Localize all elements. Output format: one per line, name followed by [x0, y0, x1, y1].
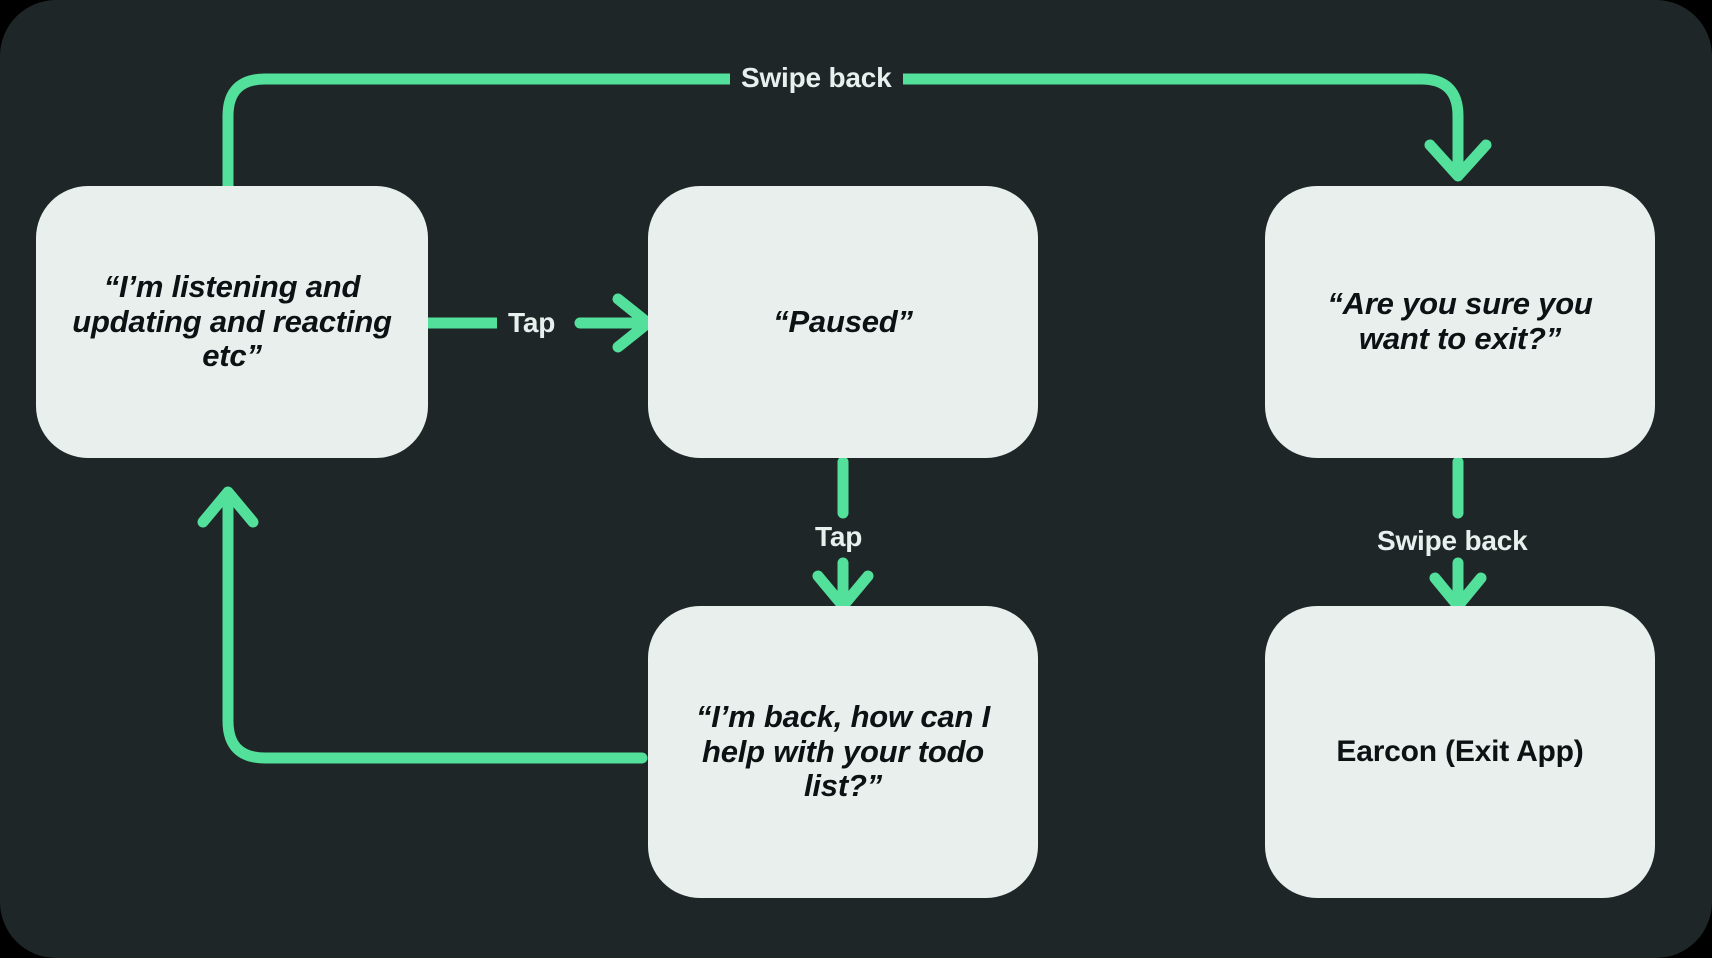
edge-label-tap-horizontal-text: Tap [508, 307, 556, 338]
node-im-back-label: “I’m back, how can I help with your todo… [695, 698, 991, 804]
edge-path-listening-to-confirm-exit [222, 73, 1464, 192]
node-im-back[interactable]: “I’m back, how can I help with your todo… [648, 606, 1038, 898]
edge-label-swipe-back-right-text: Swipe back [1377, 525, 1528, 556]
edge-arrowhead-listening-to-paused [612, 293, 654, 353]
edge-label-tap-vertical-text: Tap [815, 521, 863, 552]
edge-arrowhead-paused-to-im-back [812, 570, 874, 612]
edge-arrowhead-im-back-to-listening [197, 486, 259, 528]
edge-label-swipe-back-right: Swipe back [1366, 527, 1539, 555]
edge-label-swipe-back-top-text: Swipe back [741, 62, 892, 93]
node-confirm-exit-label: “Are you sure you want to exit?” [1327, 286, 1593, 356]
edge-label-tap-horizontal: Tap [497, 307, 567, 338]
edge-arrowhead-listening-to-confirm-exit [1424, 139, 1492, 182]
node-paused-label: “Paused” [773, 303, 913, 339]
edge-label-swipe-back-top: Swipe back [730, 64, 903, 92]
edge-path-im-back-to-listening [222, 494, 648, 764]
node-paused[interactable]: “Paused” [648, 186, 1038, 458]
node-listening-label: “I’m listening and updating and reacting… [72, 268, 392, 374]
edge-arrowhead-confirm-exit-to-earcon [1429, 572, 1487, 612]
node-listening[interactable]: “I’m listening and updating and reacting… [36, 186, 428, 458]
node-earcon[interactable]: Earcon (Exit App) [1265, 606, 1655, 898]
node-earcon-label: Earcon (Exit App) [1336, 735, 1584, 769]
edge-label-tap-vertical: Tap [804, 521, 874, 552]
node-confirm-exit[interactable]: “Are you sure you want to exit?” [1265, 186, 1655, 458]
